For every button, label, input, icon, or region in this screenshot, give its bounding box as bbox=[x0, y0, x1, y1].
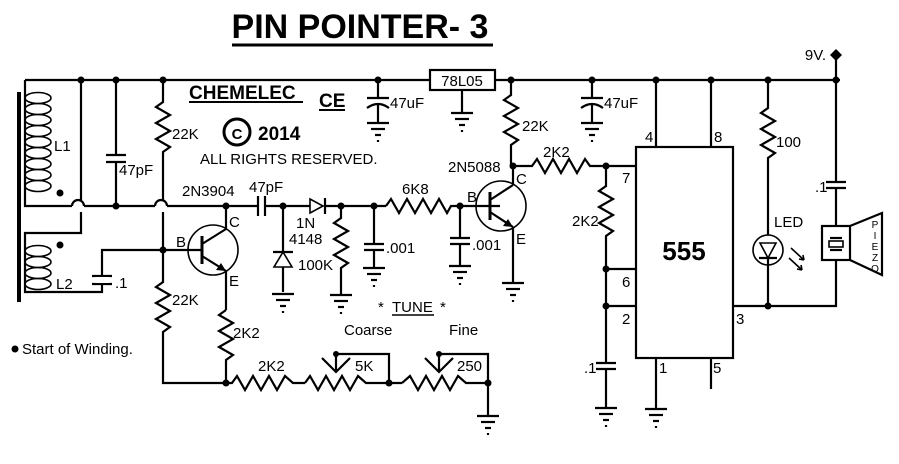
capacitor-label: 47uF bbox=[604, 95, 638, 112]
voltage-regulator: 78L05 bbox=[428, 68, 497, 134]
diode-1n4148: 1N 4148 bbox=[289, 197, 386, 248]
winding-start-dot bbox=[11, 345, 19, 353]
piezo-speaker: .1 P I E Z O bbox=[815, 80, 884, 277]
capacitor-label: .1 bbox=[584, 360, 597, 377]
rights-text: ALL RIGHTS RESERVED. bbox=[200, 151, 378, 168]
resistor-label: 100K bbox=[298, 257, 333, 274]
capacitor-47pf-coupling: 47pF bbox=[249, 179, 310, 216]
pin-2-label: 2 bbox=[622, 311, 630, 328]
capacitor-47pf-tank: 47pF bbox=[106, 80, 153, 206]
page-title: PIN POINTER- 3 bbox=[232, 8, 489, 46]
transistor-2n3904: B C E 2N3904 bbox=[163, 183, 240, 310]
potentiometer-fine[interactable]: Fine 250 bbox=[401, 322, 490, 393]
resistor-100k: 100K bbox=[298, 206, 354, 316]
pin-4-label: 4 bbox=[645, 129, 653, 146]
resistor-label: 2K2 bbox=[543, 144, 570, 161]
tune-heading: TUNE bbox=[392, 299, 433, 316]
winding-start-dot bbox=[56, 241, 64, 249]
capacitor-label: .001 bbox=[472, 237, 501, 254]
fine-value: 250 bbox=[457, 358, 482, 375]
battery-terminal: 9V. bbox=[805, 47, 842, 80]
resistor-2k2-to-555: 2K2 bbox=[513, 144, 636, 176]
diode-clamp bbox=[270, 206, 296, 315]
fine-label: Fine bbox=[449, 322, 478, 339]
piezo-letter: O bbox=[871, 264, 879, 275]
resistor-label: 22K bbox=[522, 118, 549, 135]
coil-l2-label: L2 bbox=[56, 276, 73, 293]
resistor-100: 100 bbox=[758, 80, 801, 235]
pin-1-label: 1 bbox=[659, 360, 667, 377]
capacitor-label: .1 bbox=[815, 179, 828, 196]
resistor-22k-top: 22K bbox=[153, 80, 199, 200]
resistor-label: 2K2 bbox=[572, 213, 599, 230]
tune-star-right: * bbox=[440, 299, 446, 316]
coil-l1: L1 bbox=[24, 91, 71, 197]
coarse-value: 5K bbox=[355, 358, 373, 375]
copyright-icon bbox=[222, 117, 252, 147]
pin-8-label: 8 bbox=[714, 129, 722, 146]
capacitor-label: 47pF bbox=[119, 162, 153, 179]
ic-555: 555 4 8 7 6 2 3 1 5 bbox=[622, 80, 744, 430]
capacitor-label: 47uF bbox=[390, 95, 424, 112]
winding-legend: Start of Winding. bbox=[22, 341, 133, 358]
led: LED bbox=[752, 214, 805, 306]
resistor-label: 22K bbox=[172, 292, 199, 309]
diode-label-2: 4148 bbox=[289, 231, 322, 248]
coil-l2: L2 bbox=[24, 241, 73, 293]
piezo-letter: Z bbox=[872, 253, 878, 264]
capacitor-001-filter: .001 bbox=[361, 206, 415, 289]
resistor-2k2-emitter: 2K2 bbox=[216, 309, 260, 383]
supply-voltage-label: 9V. bbox=[805, 47, 826, 64]
pin-3-label: 3 bbox=[736, 311, 744, 328]
capacitor-label: .001 bbox=[386, 240, 415, 257]
resistor-6k8: 6K8 bbox=[385, 181, 500, 216]
capacitor-l2: .1 bbox=[92, 274, 128, 292]
potentiometer-coarse[interactable]: Coarse 5K bbox=[304, 322, 402, 393]
capacitor-timing: .1 bbox=[584, 306, 619, 429]
copyright-year: 2014 bbox=[258, 124, 301, 145]
pin-5-label: 5 bbox=[713, 360, 721, 377]
resistor-label: 22K bbox=[172, 126, 199, 143]
resistor-label: 100 bbox=[776, 134, 801, 151]
pin-c-label: C bbox=[229, 214, 240, 231]
pin-b-label: B bbox=[467, 189, 477, 206]
transistor-label: 2N5088 bbox=[448, 159, 501, 176]
capacitor-label: 47pF bbox=[249, 179, 283, 196]
capacitor-label: .1 bbox=[115, 275, 128, 292]
capacitor-47uf-1: 47uF bbox=[365, 80, 424, 144]
resistor-label: 6K8 bbox=[402, 181, 429, 198]
resistor-2k2-timing: 2K2 bbox=[572, 166, 616, 306]
pin-e-label: E bbox=[229, 273, 239, 290]
resistor-2k2-tune: 2K2 bbox=[226, 358, 305, 393]
copyright-letter: C bbox=[232, 126, 243, 143]
capacitor-47uf-2: 47uF bbox=[579, 80, 638, 144]
pin-7-label: 7 bbox=[622, 170, 630, 187]
coil-l1-label: L1 bbox=[54, 138, 71, 155]
led-label: LED bbox=[774, 214, 803, 231]
piezo-letter: I bbox=[874, 231, 877, 242]
capacitor-001-base: .001 bbox=[447, 206, 501, 287]
regulator-label: 78L05 bbox=[441, 73, 483, 90]
transformer-core bbox=[17, 92, 21, 302]
pin-b-label: B bbox=[176, 234, 186, 251]
brand-name: CHEMELEC bbox=[189, 83, 296, 104]
pin-e-label: E bbox=[516, 231, 526, 248]
coarse-label: Coarse bbox=[344, 322, 392, 339]
pin-c-label: C bbox=[516, 171, 527, 188]
resistor-label: 2K2 bbox=[233, 325, 260, 342]
ic-label: 555 bbox=[662, 236, 705, 266]
tune-star-left: * bbox=[378, 299, 384, 316]
diode-label-1: 1N bbox=[296, 215, 315, 232]
resistor-22k-bottom: 22K bbox=[153, 250, 224, 385]
piezo-letter: E bbox=[872, 242, 879, 253]
piezo-letter: P bbox=[872, 220, 879, 231]
resistor-22k-collector: 22K bbox=[501, 80, 549, 166]
transistor-2n5088: B C E 2N5088 bbox=[448, 159, 527, 304]
resistor-label: 2K2 bbox=[258, 358, 285, 375]
pin-6-label: 6 bbox=[622, 274, 630, 291]
transistor-label: 2N3904 bbox=[182, 183, 235, 200]
ce-mark: CE bbox=[319, 91, 345, 112]
winding-start-dot bbox=[56, 189, 64, 197]
